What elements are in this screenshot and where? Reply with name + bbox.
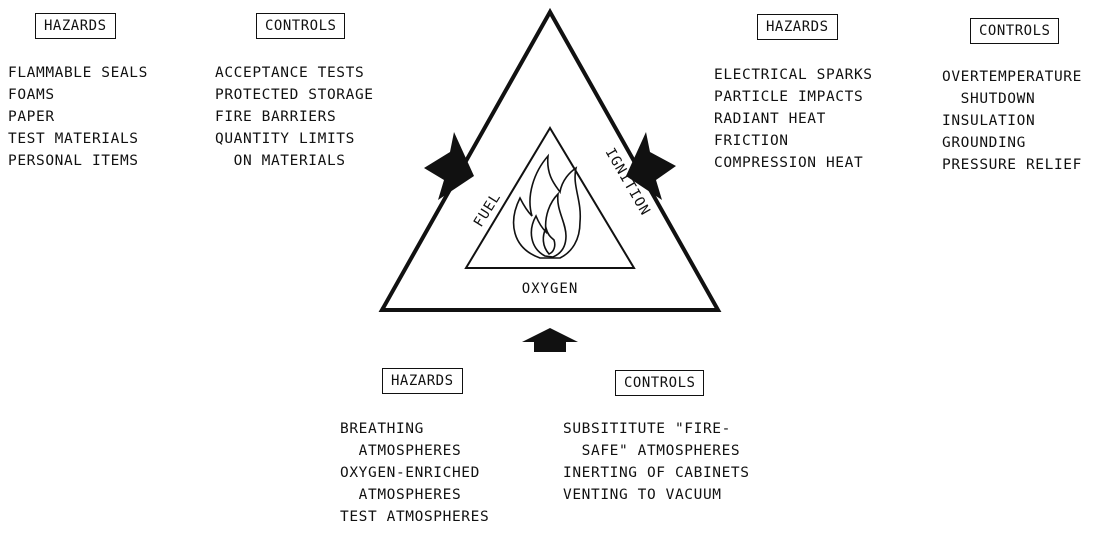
list-item: OXYGEN-ENRICHED xyxy=(340,465,480,481)
list-item: SUBSITITUTE "FIRE- xyxy=(563,421,731,437)
fuel-controls-list: ACCEPTANCE TESTS PROTECTED STORAGE FIRE BA… xyxy=(215,62,374,172)
list-item: SHUTDOWN xyxy=(942,91,1036,107)
list-item: VENTING TO VACUUM xyxy=(563,487,722,503)
list-item: PARTICLE IMPACTS xyxy=(714,89,864,105)
list-item: SAFE" ATMOSPHERES xyxy=(563,443,741,459)
inner-triangle xyxy=(464,126,636,269)
list-item: GROUNDING xyxy=(942,135,1026,151)
list-item: ELECTRICAL SPARKS xyxy=(714,67,873,83)
fuel-arrow-icon xyxy=(424,132,474,200)
list-item: FRICTION xyxy=(714,133,789,149)
fuel-hazards-header: HAZARDS xyxy=(35,13,116,39)
list-item: PROTECTED STORAGE xyxy=(215,87,374,103)
ignition-arrow-icon xyxy=(626,132,676,200)
fuel-hazards-list: FLAMMABLE SEALS FOAMS PAPER TEST MATERIALS P… xyxy=(8,62,148,172)
list-item: COMPRESSION HEAT xyxy=(714,155,864,171)
oxygen-arrow-icon xyxy=(522,328,578,352)
oxygen-controls-list: SUBSITITUTE "FIRE- SAFE" ATMOSPHERES INER… xyxy=(563,418,750,506)
ignition-hazards-header: HAZARDS xyxy=(757,14,838,40)
oxygen-controls-header: CONTROLS xyxy=(615,370,705,396)
fuel-controls-header: CONTROLS xyxy=(256,13,346,39)
list-item: ON MATERIALS xyxy=(215,153,346,169)
oxygen-hazards-list: BREATHING ATMOSPHERES OXYGEN-ENRICHED ATM… xyxy=(340,418,489,528)
list-item: PRESSURE RELIEF xyxy=(942,157,1082,173)
list-item: PAPER xyxy=(8,109,55,125)
list-item: RADIANT HEAT xyxy=(714,111,826,127)
fuel-label: FUEL xyxy=(471,190,505,230)
list-item: FIRE BARRIERS xyxy=(215,109,337,125)
list-item: FOAMS xyxy=(8,87,55,103)
list-item: TEST ATMOSPHERES xyxy=(340,509,490,525)
list-item: FLAMMABLE SEALS xyxy=(8,65,148,81)
oxygen-hazards-header: HAZARDS xyxy=(382,368,463,394)
ignition-hazards-list: ELECTRICAL SPARKS PARTICLE IMPACTS RADIANT… xyxy=(714,64,873,174)
list-item: PERSONAL ITEMS xyxy=(8,153,139,169)
ignition-controls-list: OVERTEMPERATURE SHUTDOWN INSULATION GROUND… xyxy=(942,66,1082,176)
flame-icon xyxy=(512,153,582,259)
list-item: ATMOSPHERES xyxy=(340,487,462,503)
oxygen-label: OXYGEN xyxy=(522,281,579,297)
list-item: OVERTEMPERATURE xyxy=(942,69,1082,85)
list-item: ATMOSPHERES xyxy=(340,443,462,459)
list-item: INERTING OF CABINETS xyxy=(563,465,750,481)
outer-triangle xyxy=(378,7,722,312)
list-item: BREATHING xyxy=(340,421,424,437)
list-item: TEST MATERIALS xyxy=(8,131,139,147)
list-item: INSULATION xyxy=(942,113,1036,129)
ignition-controls-header: CONTROLS xyxy=(970,18,1060,44)
list-item: QUANTITY LIMITS xyxy=(215,131,355,147)
list-item: ACCEPTANCE TESTS xyxy=(215,65,365,81)
